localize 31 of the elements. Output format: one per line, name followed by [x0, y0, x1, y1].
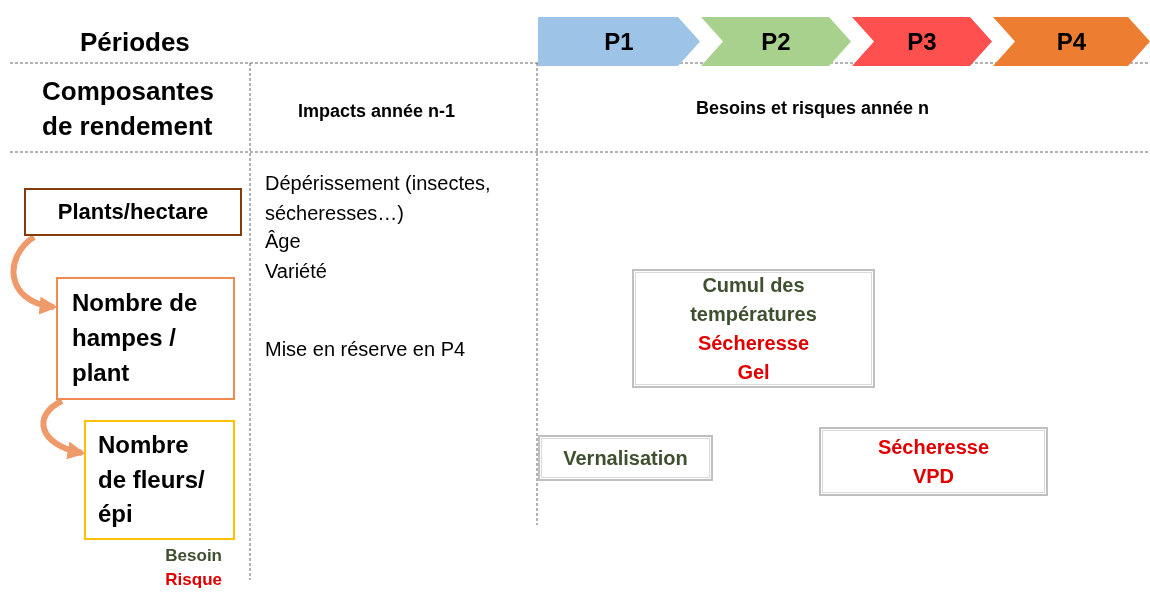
impact-text: Âge	[265, 229, 301, 254]
box-text: Plants/hectare	[57, 198, 209, 227]
column-heading: Impacts année n-1	[298, 100, 456, 123]
component-box	[538, 435, 713, 481]
period-segment: P2	[701, 17, 851, 66]
box-text: Sécheresse	[697, 330, 810, 356]
period-segment: P4	[993, 17, 1150, 66]
box-text: Cumul des températures	[689, 272, 818, 327]
legend-text: Risque	[165, 570, 222, 590]
box-text: Nombre de hampes / plant	[72, 288, 199, 388]
component-box	[56, 277, 235, 400]
column-heading: Besoins et risques année n	[696, 97, 930, 120]
curved-arrow	[10, 234, 58, 314]
row-heading: Composantes de rendement	[42, 75, 215, 144]
box-text: VPD	[912, 463, 955, 489]
component-box	[24, 188, 242, 236]
component-box	[819, 427, 1048, 496]
impact-text: Variété	[265, 259, 327, 284]
box-text: Sécheresse	[877, 434, 990, 460]
legend-text: Besoin	[165, 546, 222, 566]
box-text: Gel	[737, 359, 770, 385]
period-segment: P1	[538, 17, 700, 66]
row-heading: Périodes	[80, 26, 190, 59]
curved-arrow	[40, 398, 86, 459]
box-text: Nombre de fleurs/ épi	[98, 429, 206, 530]
box-text: Vernalisation	[563, 445, 688, 471]
impact-text: Mise en réserve en P4	[265, 337, 466, 362]
impact-text: Dépérissement (insectes, sécheresses…)	[265, 171, 492, 226]
component-box	[632, 269, 875, 388]
component-box	[84, 420, 235, 540]
period-segment: P3	[852, 17, 992, 66]
